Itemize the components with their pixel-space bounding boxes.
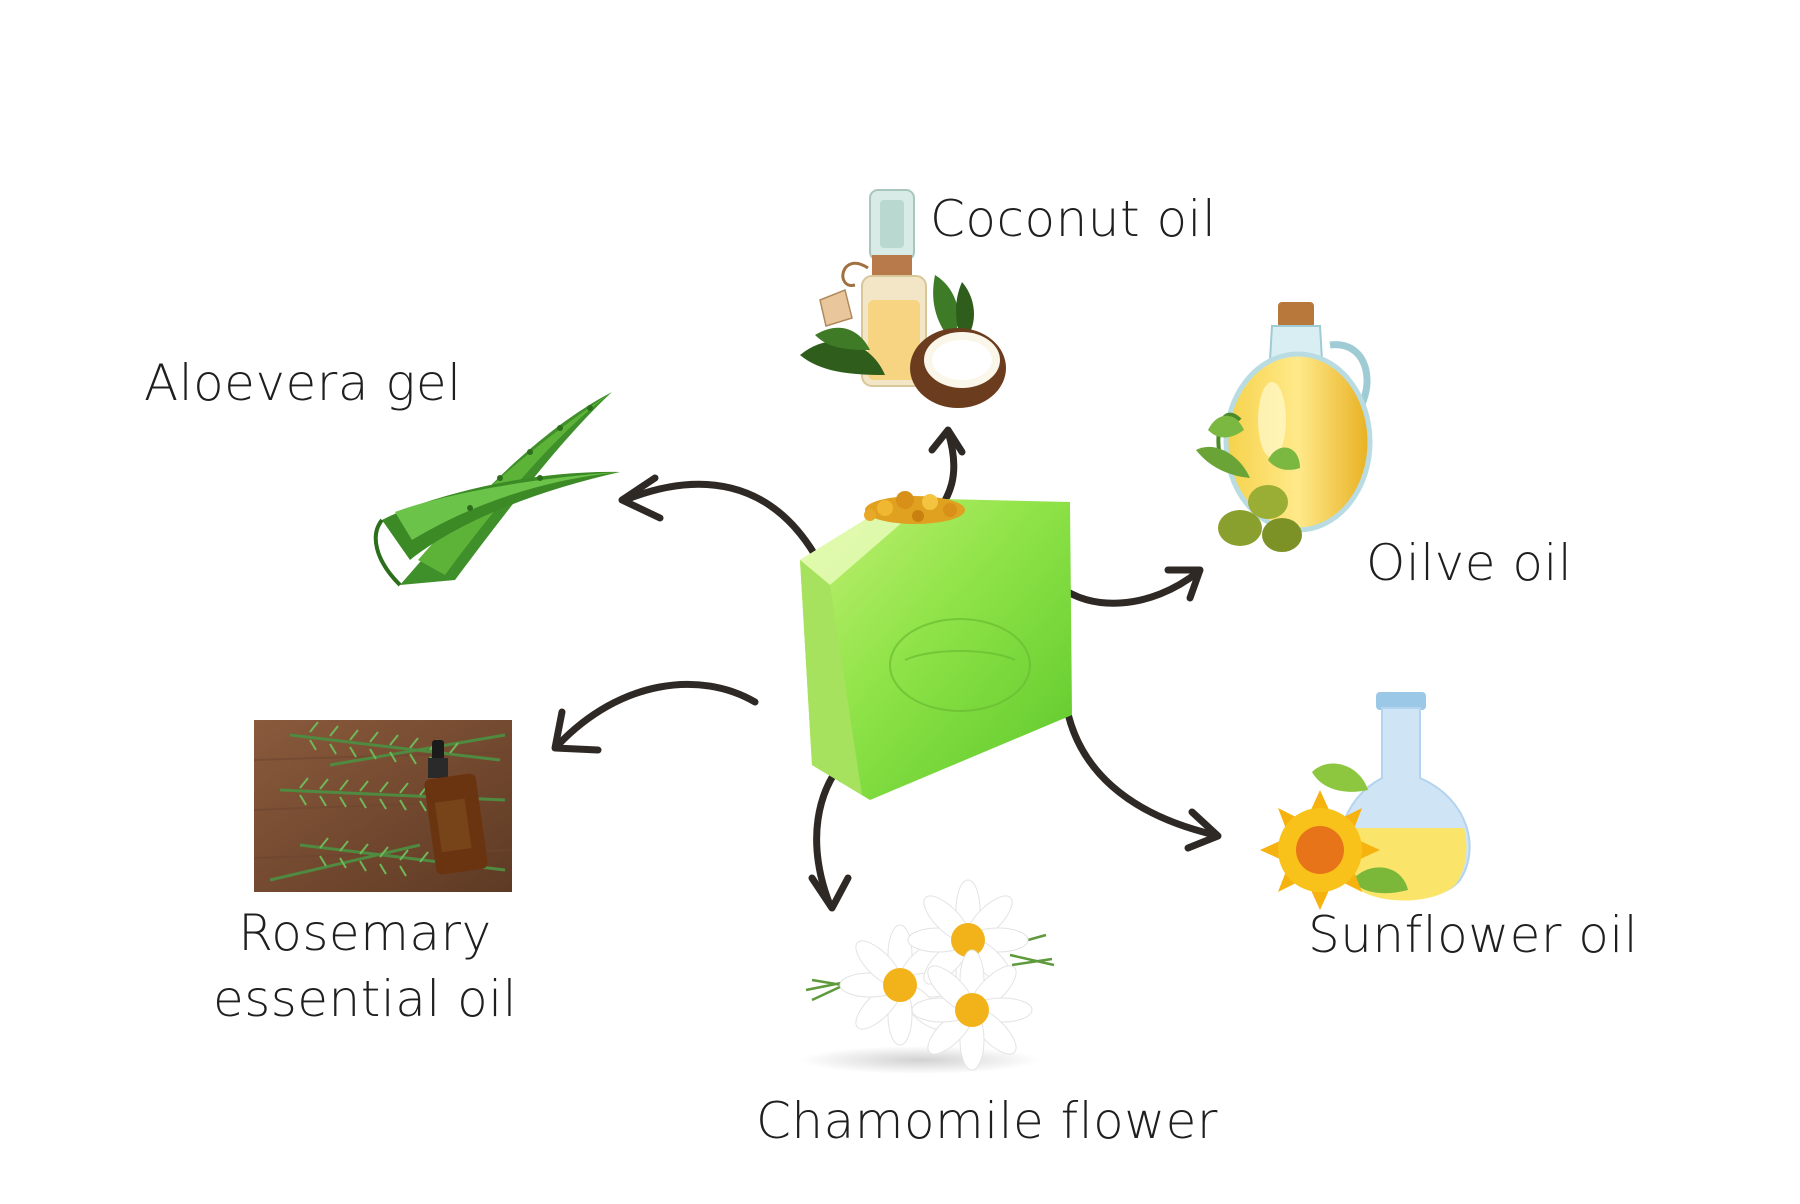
aloe-vera-leaf-icon [373, 392, 620, 587]
coconut-oil-bottle-icon [800, 189, 1006, 408]
label-sunflower-oil: Sunflower oil [1308, 906, 1639, 964]
chamomile-flower-1 [839, 924, 961, 1046]
sunflower-head [1260, 790, 1380, 910]
label-aloevera-gel: Aloevera gel [144, 354, 462, 412]
chamomile-flower-3 [911, 949, 1033, 1071]
sunflower-oil-bottle-icon [1260, 692, 1471, 910]
label-rosemary-essential-oil: Rosemary essential oil [200, 900, 530, 1032]
arrow-to-sunflower [1061, 694, 1219, 839]
arrow-to-aloe [621, 480, 819, 559]
chamomile-flower-2 [907, 879, 1029, 1001]
arrow-to-olive [1054, 568, 1202, 607]
arrow-head-coconut [928, 426, 966, 456]
arrow-to-rosemary [554, 680, 759, 749]
rosemary-oil-photo [253, 720, 513, 892]
arrow-head-chamomile [808, 874, 852, 912]
label-olive-oil: Oilve oil [1366, 534, 1573, 592]
dropper-bottle-icon [424, 740, 488, 875]
soap-bar-icon [800, 491, 1072, 800]
arrow-head-aloe [618, 474, 664, 522]
label-rosemary-line-2: essential oil [212, 970, 518, 1028]
label-rosemary-line-1: Rosemary [238, 904, 492, 962]
label-coconut-oil: Coconut oil [930, 190, 1217, 248]
arrow-head-olive [1164, 566, 1204, 602]
arrow-head-rosemary [551, 708, 602, 754]
chamomile-flower-icon [800, 879, 1055, 1074]
olive-oil-jug-icon [1196, 302, 1373, 552]
arrow-head-sunflower [1184, 808, 1222, 852]
calendula-topping [864, 491, 965, 524]
label-chamomile-flower: Chamomile flower [756, 1092, 1218, 1150]
